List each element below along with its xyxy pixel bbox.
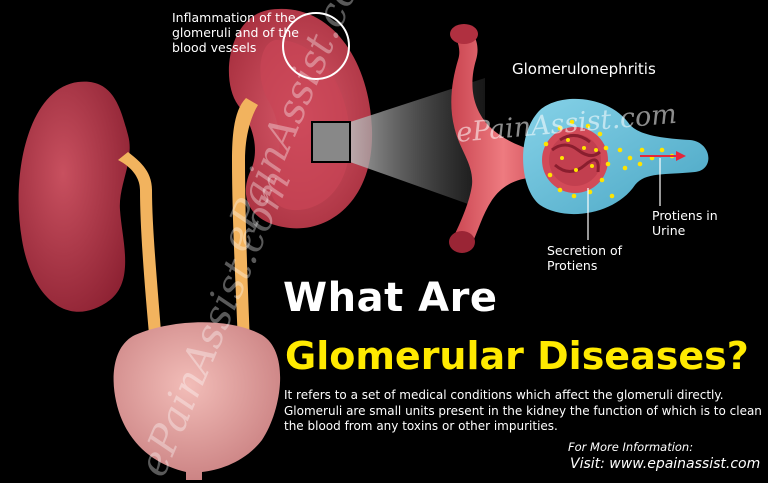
zoom-beam bbox=[350, 78, 485, 210]
left-ureter bbox=[118, 152, 162, 345]
protein-flow-arrow bbox=[640, 151, 686, 161]
vessel-end-bottom bbox=[449, 231, 475, 253]
protein-dots bbox=[543, 119, 675, 199]
website-link[interactable]: Visit: www.epainassist.com bbox=[570, 456, 761, 472]
more-info-label: For More Information: bbox=[568, 440, 694, 454]
description-text: It refers to a set of medical conditions… bbox=[284, 388, 762, 433]
heading-line-2: Glomerular Diseases? bbox=[285, 334, 749, 378]
right-ureter bbox=[232, 98, 258, 345]
secretion-label: Secretion of Protiens bbox=[547, 243, 623, 273]
glomerulonephritis-label: Glomerulonephritis bbox=[512, 60, 656, 78]
right-kidney-cortex bbox=[260, 39, 350, 211]
proteins-in-urine-label: Protiens in Urine bbox=[652, 208, 718, 238]
blood-vessel bbox=[451, 28, 555, 248]
heading-line-1: What Are bbox=[283, 275, 498, 321]
vessel-end-top bbox=[450, 24, 478, 44]
zoom-box bbox=[311, 121, 351, 163]
bladder bbox=[113, 322, 281, 480]
inflammation-highlight-circle bbox=[282, 12, 350, 80]
inflammation-label: Inflammation of the glomeruli and of the… bbox=[172, 10, 299, 55]
left-kidney bbox=[18, 81, 130, 312]
